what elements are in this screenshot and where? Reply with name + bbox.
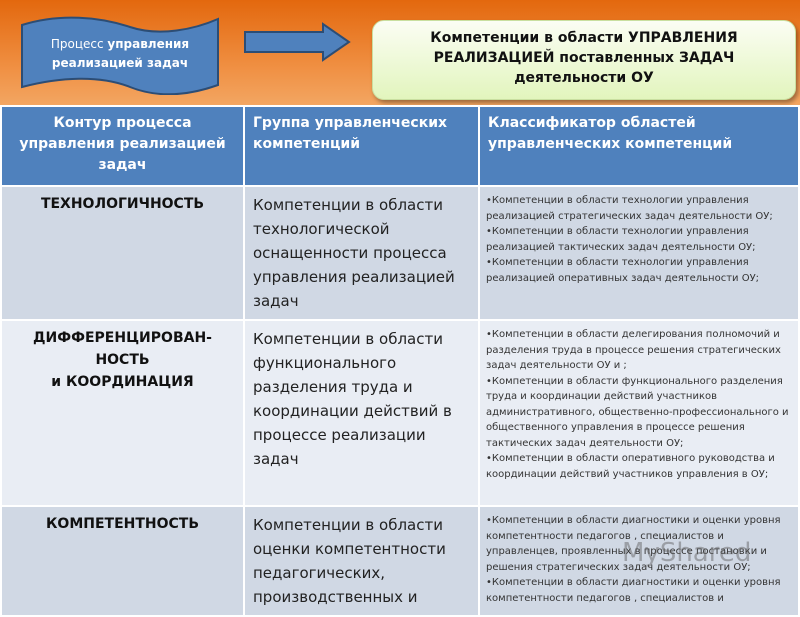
title-line-3: деятельности ОУ bbox=[514, 70, 654, 86]
process-banner-text: Процесс управления реализацией задач bbox=[20, 35, 220, 73]
group-cell: Компетенции в области функционального ра… bbox=[243, 319, 480, 507]
table-header-row: Контур процесса управления реализацией з… bbox=[0, 105, 800, 187]
title-line-1: Компетенции в области УПРАВЛЕНИЯ bbox=[430, 30, 738, 46]
contour-line: и КООРДИНАЦИЯ bbox=[51, 374, 194, 390]
banner-bold-text-1: управления bbox=[107, 37, 190, 51]
classifier-item: •Компетенции в области технологии управл… bbox=[486, 195, 773, 222]
right-arrow-icon bbox=[244, 22, 351, 62]
banner-shape-icon bbox=[21, 16, 219, 95]
header-contour: Контур процесса управления реализацией з… bbox=[0, 105, 245, 187]
classifier-item: •Компетенции в области диагностики и оце… bbox=[486, 577, 781, 604]
banner-regular-text: Процесс bbox=[50, 37, 104, 51]
banner-bold-text-2: реализацией задач bbox=[51, 56, 189, 70]
classifier-item: •Компетенции в области функционального р… bbox=[486, 375, 789, 449]
contour-cell: ДИФФЕРЕНЦИРОВАН- НОСТЬ и КООРДИНАЦИЯ bbox=[0, 319, 245, 507]
classifier-item: •Компетенции в области технологии управл… bbox=[486, 257, 760, 284]
contour-cell: КОМПЕТЕНТНОСТЬ bbox=[0, 505, 245, 617]
classifier-item: •Компетенции в области диагностики и оце… bbox=[486, 515, 781, 573]
classifier-item: •Компетенции в области делегирования пол… bbox=[486, 329, 781, 371]
table-row: ТЕХНОЛОГИЧНОСТЬ Компетенции в области те… bbox=[0, 185, 800, 321]
classifier-cell: •Компетенции в области технологии управл… bbox=[478, 185, 800, 321]
watermark: MyShared bbox=[622, 538, 752, 568]
competence-table: Контур процесса управления реализацией з… bbox=[0, 105, 800, 617]
title-line-2: РЕАЛИЗАЦИЕЙ поставленных ЗАДАЧ bbox=[433, 50, 735, 66]
group-cell: Компетенции в области оценки компетентно… bbox=[243, 505, 480, 617]
classifier-cell: •Компетенции в области делегирования пол… bbox=[478, 319, 800, 507]
contour-line: ДИФФЕРЕНЦИРОВАН- bbox=[33, 330, 212, 346]
table-row: КОМПЕТЕНТНОСТЬ Компетенции в области оце… bbox=[0, 505, 800, 617]
process-banner-shape: Процесс управления реализацией задач bbox=[20, 15, 220, 95]
classifier-cell: •Компетенции в области диагностики и оце… bbox=[478, 505, 800, 617]
table-row: ДИФФЕРЕНЦИРОВАН- НОСТЬ и КООРДИНАЦИЯ Ком… bbox=[0, 319, 800, 507]
header-classifier: Классификатор областей управленческих ко… bbox=[478, 105, 800, 187]
contour-cell: ТЕХНОЛОГИЧНОСТЬ bbox=[0, 185, 245, 321]
header-group: Группа управленческих компетенций bbox=[243, 105, 480, 187]
title-box: Компетенции в области УПРАВЛЕНИЯ РЕАЛИЗА… bbox=[372, 20, 796, 100]
contour-line: НОСТЬ bbox=[95, 352, 150, 368]
classifier-item: •Компетенции в области оперативного руко… bbox=[486, 453, 775, 480]
group-cell: Компетенции в области технологической ос… bbox=[243, 185, 480, 321]
classifier-item: •Компетенции в области технологии управл… bbox=[486, 226, 756, 253]
